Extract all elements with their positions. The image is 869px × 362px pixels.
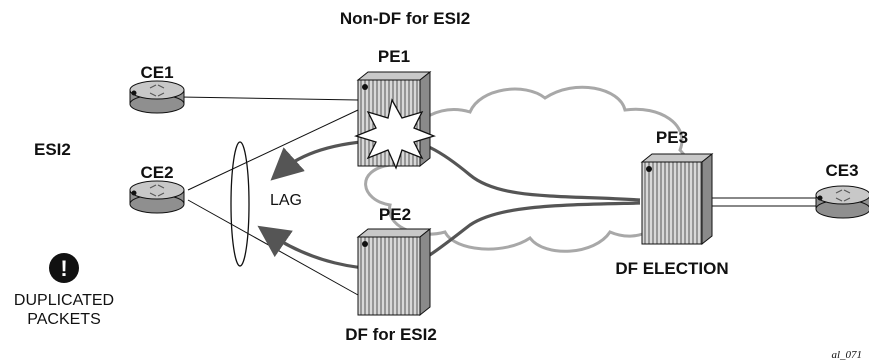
ce2-router [129, 180, 185, 214]
df-label: DF for ESI2 [345, 325, 437, 344]
pe1-label: PE1 [378, 47, 410, 66]
df-election-label: DF ELECTION [615, 259, 728, 278]
warning-line1: DUPLICATED [14, 292, 114, 309]
pe3-label: PE3 [656, 128, 688, 147]
pe2-router [356, 227, 432, 317]
ce3-router [815, 185, 869, 219]
warning-icon [49, 253, 79, 283]
lag-label: LAG [270, 192, 302, 209]
warning-glyph: ! [60, 256, 67, 281]
link-ce2-pe2 [187, 199, 359, 296]
lag-ellipse [230, 141, 250, 267]
flow-pe3-to-pe1 [270, 138, 641, 202]
ce3-label: CE3 [825, 161, 858, 180]
figure-id: al_071 [831, 349, 862, 361]
non-df-label: Non-DF for ESI2 [340, 9, 470, 28]
pe2-label: PE2 [379, 205, 411, 224]
flow-pe3-to-pe2 [257, 201, 641, 271]
ce1-router [129, 80, 185, 114]
ce1-label: CE1 [140, 63, 173, 82]
warning-line2: PACKETS [27, 311, 101, 328]
ce2-label: CE2 [140, 163, 173, 182]
link-ce1-pe1 [179, 96, 359, 101]
link-ce2-pe1 [187, 109, 359, 191]
fault-burst [354, 98, 436, 170]
pe3-router [640, 152, 714, 246]
esi-label: ESI2 [34, 140, 71, 159]
